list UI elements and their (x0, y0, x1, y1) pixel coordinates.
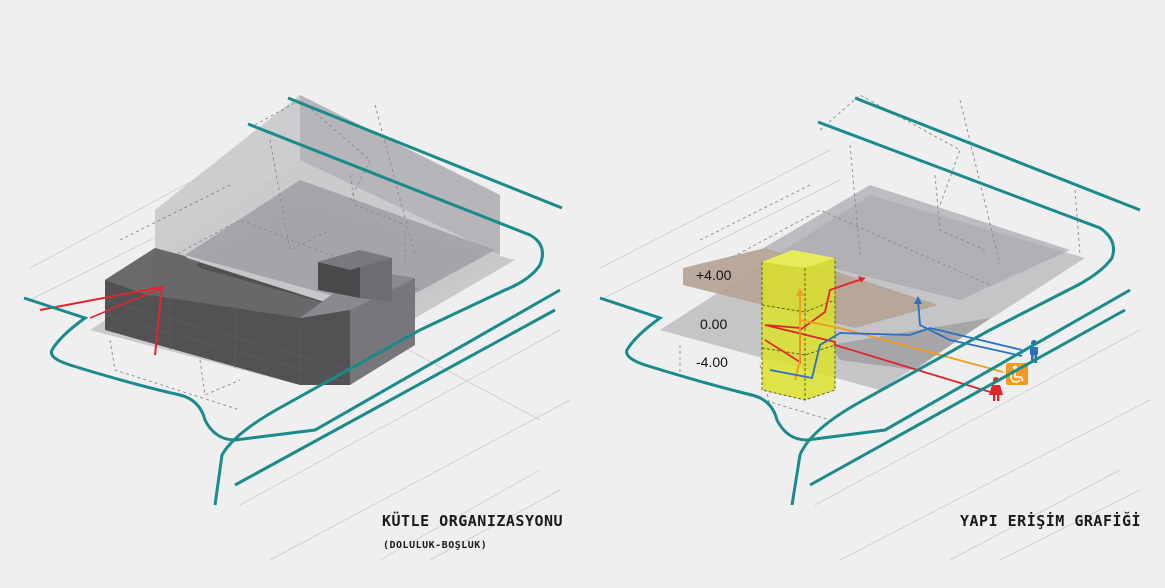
road-edge-inner-right (599, 288, 1131, 442)
road-edge-outer (213, 122, 544, 506)
site-grid-lines (29, 149, 571, 561)
mass-organization-title: KÜTLE ORGANIZASYONU (382, 512, 564, 530)
mass-organization-diagram (23, 95, 571, 561)
mid-floor-plate (185, 180, 495, 310)
mass-organization-subtitle: (DOLULUK-BOŞLUK) (383, 540, 488, 551)
site-grid-lines-right (599, 149, 1151, 561)
ramp-plane (830, 318, 990, 370)
level-label-ground: 0.00 (700, 316, 727, 332)
circulation-line-red-2 (89, 287, 163, 319)
level-label-upper: +4.00 (696, 267, 732, 283)
arrow-head-orange (796, 288, 804, 296)
access-line-orange (794, 292, 1004, 381)
mid-plate-right (760, 185, 1070, 300)
solid-mass (104, 248, 415, 385)
road-edge-upper-right (854, 96, 1141, 212)
access-lines (764, 277, 1023, 393)
access-line-blue (769, 327, 1023, 380)
road-edge-lower-right (809, 308, 1126, 487)
access-graph-diagram: +4.00 0.00 -4.00 (599, 94, 1151, 561)
access-line-red-upper (799, 277, 866, 331)
road-edge-outer-right (790, 120, 1115, 506)
level-label-lower: -4.00 (696, 354, 728, 370)
vertical-core (761, 250, 836, 401)
access-graph-title: YAPI ERİŞİM GRAFİĞİ (960, 512, 1142, 530)
road-edge-inner (23, 288, 561, 442)
road-edge-lower (234, 308, 556, 487)
arrow-head-blue (914, 296, 922, 304)
road-edge-upper (287, 96, 563, 210)
access-line-blue-2 (917, 299, 1023, 357)
circulation-line-red (39, 285, 164, 356)
arrow-head-red (858, 276, 865, 283)
